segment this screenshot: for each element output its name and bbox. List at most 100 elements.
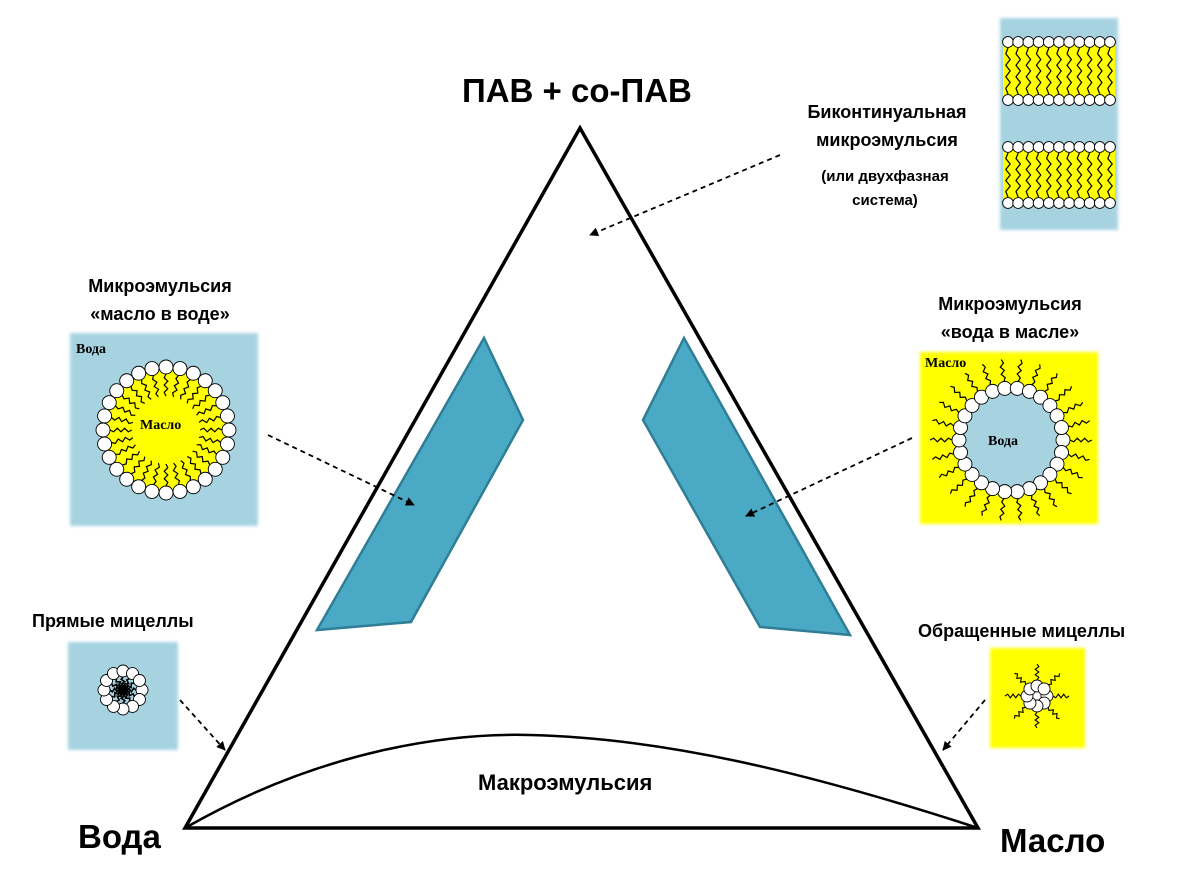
surfactant-tail-icon: [1035, 152, 1042, 198]
surfactant-head-icon: [119, 471, 135, 487]
bicontinuous-note-line2: система): [852, 192, 918, 209]
surfactant-head-icon: [1009, 484, 1025, 500]
surfactant-head-icon: [131, 479, 147, 495]
surfactant-tail-icon: [172, 462, 181, 485]
surfactant-tail-icon: [1063, 402, 1084, 414]
surfactant-tail-icon: [938, 466, 959, 478]
surfactant-tail-icon: [198, 415, 221, 424]
surfactant-tail-icon: [141, 379, 152, 400]
surfactant-head-icon: [1012, 94, 1025, 106]
surfactant-tail-icon: [1030, 495, 1041, 517]
surfactant-tail-icon: [932, 419, 955, 427]
surfactant-head-icon: [1042, 467, 1058, 482]
surfactant-head-icon: [131, 365, 147, 381]
surfactant-head-icon: [964, 467, 980, 482]
surfactant-tail-icon: [1005, 47, 1011, 95]
reverse-micelles-label: Обращенные мицеллы: [918, 621, 1126, 641]
droplet-core: [106, 370, 226, 490]
surfactant-head-icon: [219, 408, 235, 424]
surfactant-head-icon: [1053, 141, 1065, 153]
wo-microemulsion-region: [641, 335, 853, 637]
surfactant-head-icon: [1012, 141, 1025, 153]
ow-droplet: [95, 359, 237, 501]
surfactant-head-icon: [1104, 36, 1116, 48]
surfactant-head-icon: [1002, 141, 1014, 153]
surfactant-tail-icon: [196, 444, 217, 455]
surfactant-tail-icon: [1005, 152, 1011, 198]
surfactant-head-icon: [144, 361, 160, 377]
surfactant-head-icon: [1033, 389, 1048, 405]
arrow-wo: [745, 437, 913, 517]
surfactant-tail-icon: [999, 359, 1006, 382]
surfactant-tail-icon: [1107, 152, 1113, 198]
surfactant-tail-icon: [192, 394, 210, 410]
surfactant-tail-icon: [964, 488, 978, 507]
surfactant-tail-icon: [1096, 152, 1103, 198]
surfactant-tail-icon: [192, 450, 211, 466]
ow-inner-label: Масло: [140, 418, 182, 433]
surfactant-head-icon: [1042, 197, 1055, 209]
surfactant-tail-icon: [1015, 47, 1022, 95]
surfactant-head-icon: [197, 373, 213, 389]
surfactant-head-icon: [1083, 141, 1096, 153]
surfactant-tail-icon: [1004, 693, 1022, 699]
bicontinuous-note-line1: (или двухфазная: [821, 168, 949, 185]
surfactant-head-icon: [1104, 94, 1116, 106]
surfactant-tail-icon: [1034, 663, 1040, 681]
wo-inner-label: Вода: [988, 434, 1019, 449]
surfactant-head-icon: [158, 485, 174, 501]
surfactant-head-icon: [207, 461, 223, 477]
surfactant-head-icon: [951, 432, 967, 448]
vertex-label-oil: Масло: [1000, 822, 1106, 859]
surfactant-head-icon: [1032, 197, 1045, 209]
surfactant-tail-icon: [130, 386, 146, 404]
direct-micelles-label: Прямые мицеллы: [32, 611, 194, 631]
surfactant-head-icon: [1063, 36, 1076, 48]
surfactant-tail-icon: [119, 676, 127, 692]
surfactant-head-icon: [133, 674, 146, 687]
surfactant-head-icon: [1012, 36, 1025, 48]
surfactant-head-icon: [1022, 36, 1035, 48]
bicontinuous-note: (или двухфазная система): [800, 165, 970, 213]
surfactant-tail-icon: [1076, 152, 1083, 198]
surfactant-tail-icon: [1056, 47, 1062, 95]
surfactant-tail-icon: [119, 688, 127, 704]
surfactant-head-icon: [215, 449, 231, 465]
surfactant-tail-icon: [1096, 47, 1103, 95]
surfactant-head-icon: [953, 444, 968, 460]
wo-annotation: Микроэмульсия «вода в масле»: [912, 290, 1108, 346]
surfactant-tail-icon: [932, 452, 954, 461]
surfactant-head-icon: [957, 408, 973, 424]
surfactant-tail-icon: [186, 456, 202, 474]
surfactant-head-icon: [1053, 94, 1065, 106]
surfactant-head-icon: [95, 422, 111, 438]
surfactant-tail-icon: [109, 686, 125, 694]
surfactant-head-icon: [1012, 197, 1025, 209]
surfactant-tail-icon: [121, 682, 135, 691]
surfactant-tail-icon: [1048, 673, 1061, 686]
surfactant-head-icon: [1037, 682, 1051, 696]
surfactant-tail-icon: [122, 450, 140, 466]
surfactant-tail-icon: [110, 683, 125, 692]
surfactant-tail-icon: [1015, 152, 1022, 198]
surfactant-tail-icon: [180, 379, 191, 400]
surfactant-tail-icon: [1054, 478, 1072, 495]
surfactant-tail-icon: [151, 375, 160, 398]
bicontinuous-title-line2: микроэмульсия: [816, 130, 958, 150]
surfactant-tail-icon: [1035, 47, 1042, 95]
surfactant-head-icon: [215, 395, 231, 411]
surfactant-tail-icon: [121, 394, 140, 410]
surfactant-tail-icon: [1086, 47, 1093, 95]
surfactant-head-icon: [109, 461, 125, 477]
surfactant-head-icon: [1022, 197, 1035, 209]
surfactant-tail-icon: [981, 494, 991, 516]
surfactant-head-icon: [172, 483, 188, 499]
surfactant-head-icon: [185, 479, 201, 495]
surfactant-tail-icon: [111, 689, 125, 698]
surfactant-head-icon: [1073, 36, 1086, 48]
surfactant-head-icon: [1032, 94, 1045, 106]
surfactant-tail-icon: [1025, 47, 1032, 95]
surfactant-head-icon: [1073, 197, 1086, 209]
surfactant-head-icon: [207, 383, 223, 399]
surfactant-head-icon: [1055, 432, 1071, 448]
